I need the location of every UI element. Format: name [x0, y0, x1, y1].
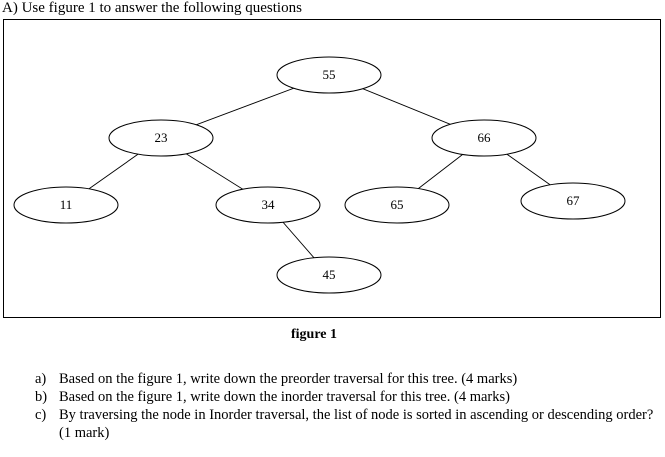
tree-node-label: 67 [567, 193, 581, 208]
tree-node-ellipse [13, 186, 119, 224]
question-list: a) Based on the figure 1, write down the… [35, 370, 655, 442]
tree-node-label: 65 [391, 197, 404, 212]
tree-node-ellipse [108, 119, 214, 157]
tree-node-67: 67 [520, 182, 626, 220]
question-item: b) Based on the figure 1, write down the… [35, 388, 655, 406]
tree-node-label: 45 [323, 267, 336, 282]
tree-node-ellipse [276, 56, 382, 94]
tree-node-ellipse [215, 186, 321, 224]
tree-node-66: 66 [431, 119, 537, 157]
binary-tree-diagram: 55 23 66 11 34 65 67 45 [13, 56, 626, 294]
question-item: a) Based on the figure 1, write down the… [35, 370, 655, 388]
tree-node-label: 55 [323, 67, 336, 82]
figure-caption: figure 1 [290, 327, 337, 342]
tree-node-65: 65 [344, 186, 450, 224]
question-heading: A) Use figure 1 to answer the following … [2, 0, 302, 16]
question-item: c) By traversing the node in Inorder tra… [35, 406, 655, 442]
tree-node-45: 45 [276, 256, 382, 294]
tree-node-ellipse [520, 182, 626, 220]
tree-node-ellipse [344, 186, 450, 224]
tree-node-11: 11 [13, 186, 119, 224]
question-text: Based on the figure 1, write down the pr… [59, 371, 518, 387]
tree-node-ellipse [276, 256, 382, 294]
question-letter: a) [35, 371, 47, 387]
tree-node-ellipse [431, 119, 537, 157]
tree-node-label: 11 [60, 197, 73, 212]
tree-node-label: 34 [262, 197, 276, 212]
tree-node-34: 34 [215, 186, 321, 224]
question-letter: c) [35, 407, 47, 423]
question-text: By traversing the node in Inorder traver… [59, 407, 654, 441]
question-letter: b) [35, 389, 48, 405]
tree-node-label: 23 [155, 130, 168, 145]
tree-node-55: 55 [276, 56, 382, 94]
question-text: Based on the figure 1, write down the in… [59, 389, 510, 405]
figure-frame: 55 23 66 11 34 65 67 45 [3, 19, 661, 318]
tree-node-23: 23 [108, 119, 214, 157]
tree-node-label: 66 [478, 130, 492, 145]
